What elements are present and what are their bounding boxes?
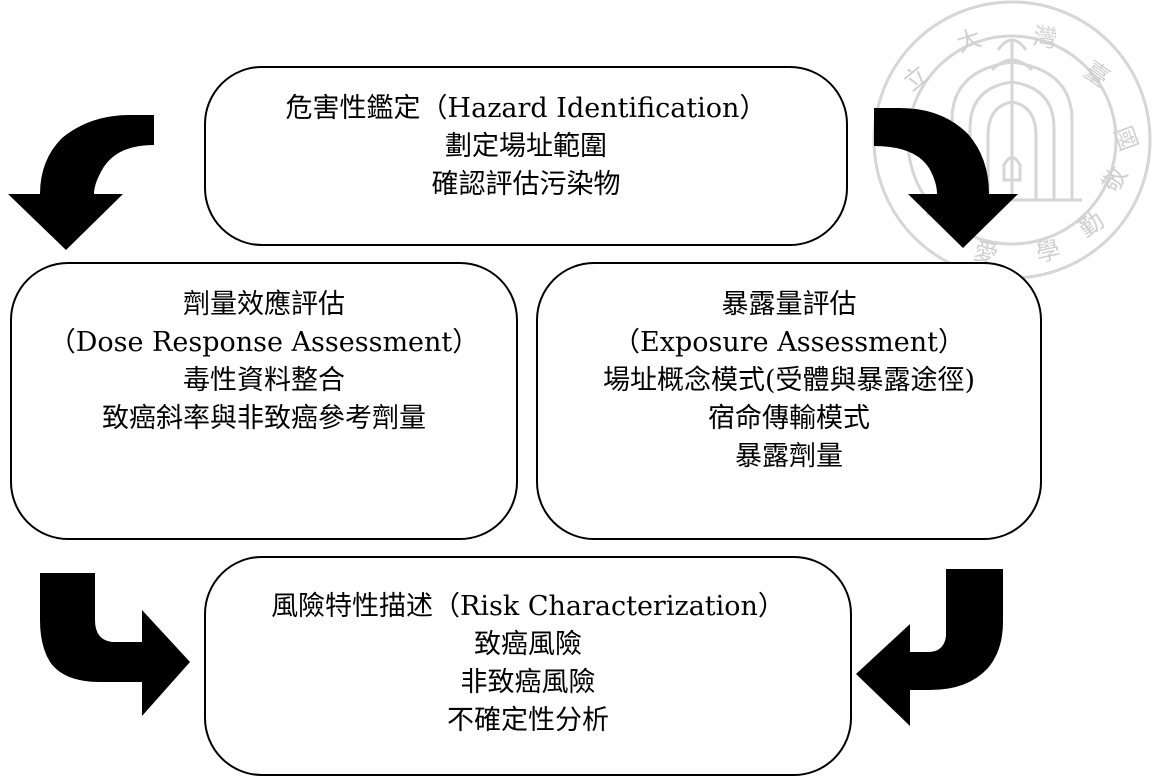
exposure-subtitle: （Exposure Assessment） — [613, 327, 965, 358]
svg-text:灣: 灣 — [1031, 22, 1059, 53]
hazard-line-pollutants: 確認評估污染物 — [431, 169, 621, 200]
svg-text:學: 學 — [1033, 235, 1062, 267]
hazard-title: 危害性鑑定（Hazard Identification） — [285, 93, 767, 124]
arrow-dose-to-risk — [40, 573, 190, 716]
arrow-exposure-to-risk — [856, 569, 1003, 726]
dose-title: 劑量效應評估 — [183, 289, 345, 320]
risk-line-cancer: 致癌風險 — [474, 629, 582, 660]
arrow-hazard-to-dose — [8, 115, 154, 250]
exposure-assessment-box: 暴露量評估 （Exposure Assessment） 場址概念模式(受體與暴露… — [536, 262, 1042, 540]
hazard-line-site-scope: 劃定場址範圍 — [445, 131, 607, 162]
risk-title: 風險特性描述（Risk Characterization） — [271, 591, 785, 622]
dose-response-box: 劑量效應評估 （Dose Response Assessment） 毒性資料整合… — [10, 262, 518, 540]
exposure-line-dose: 暴露劑量 — [735, 441, 843, 472]
risk-line-noncancer: 非致癌風險 — [460, 667, 596, 698]
exposure-title: 暴露量評估 — [721, 289, 857, 320]
arrow-hazard-to-exposure — [874, 108, 1018, 248]
exposure-line-conceptual-model: 場址概念模式(受體與暴露途徑) — [602, 365, 976, 396]
risk-line-uncertainty: 不確定性分析 — [447, 705, 609, 736]
risk-characterization-box: 風險特性描述（Risk Characterization） 致癌風險 非致癌風險… — [204, 556, 852, 776]
dose-line-slope-reference: 致癌斜率與非致癌參考劑量 — [102, 403, 426, 434]
hazard-identification-box: 危害性鑑定（Hazard Identification） 劃定場址範圍 確認評估… — [204, 66, 848, 246]
exposure-line-fate-transport: 宿命傳輸模式 — [708, 403, 870, 434]
university-seal-watermark: 立 大 灣 臺 國 人 愛 學 勤 敬 — [872, 0, 1152, 280]
dose-subtitle: （Dose Response Assessment） — [48, 327, 480, 358]
dose-line-toxicity: 毒性資料整合 — [183, 365, 345, 396]
